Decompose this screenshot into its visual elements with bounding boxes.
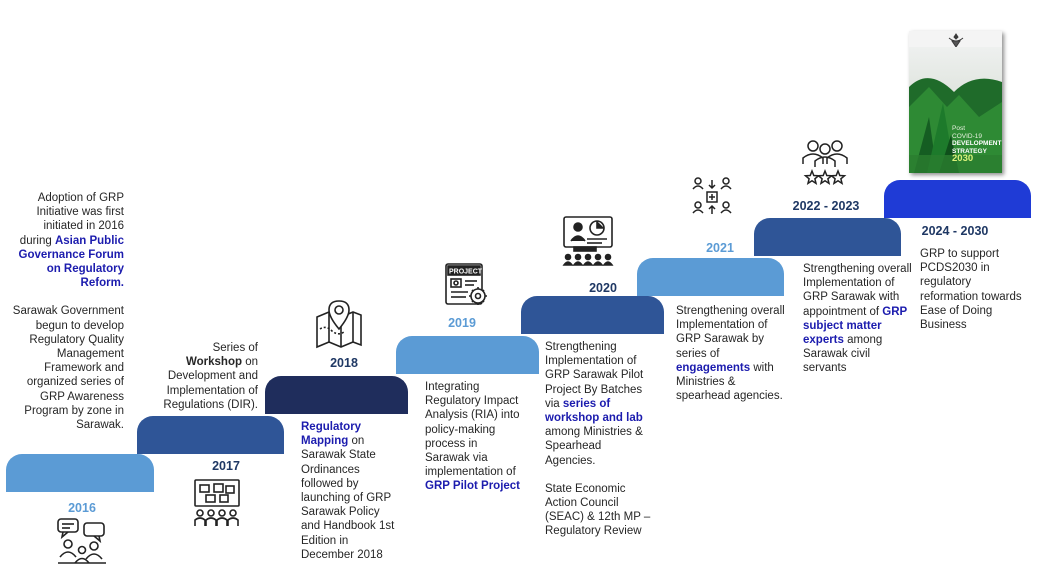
description-segment: series of workshop and lab — [545, 397, 643, 425]
step-bar-2016 — [6, 454, 154, 492]
year-label-2022-2023: 2022 - 2023 — [792, 199, 860, 213]
description-2016-extra: Sarawak Government begun to develop Regu… — [12, 305, 124, 432]
year-label-2019: 2019 — [448, 316, 476, 330]
book-title-line1: Post — [952, 125, 966, 132]
meeting-people-icon — [56, 517, 108, 565]
description-segment: engagements — [676, 361, 751, 374]
year-label-2017: 2017 — [212, 459, 240, 473]
description-2020-extra: State Economic Action Council (SEAC) & 1… — [545, 482, 651, 538]
book-title-line4: STRATEGY — [952, 147, 987, 155]
description-2018: Regulatory Mapping on Sarawak State Ordi… — [301, 420, 401, 562]
book-title-line3: DEVELOPMENT — [952, 140, 1002, 147]
description-2024-2030: GRP to support PCDS2030 in regulatory re… — [920, 247, 1030, 332]
description-segment: Strengthening overall Implementation of … — [676, 305, 785, 360]
description-segment: on Development and Implementation of Reg… — [163, 356, 258, 411]
description-segment: Strengthening overall Implementation of … — [803, 263, 912, 318]
description-segment: Strengthening Implementation of GRP Sara… — [545, 341, 644, 410]
year-label-2016: 2016 — [68, 501, 96, 515]
description-2020: Strengthening Implementation of GRP Sara… — [545, 340, 651, 539]
year-label-2018: 2018 — [330, 356, 358, 370]
step-bar-2024-2030 — [884, 180, 1031, 218]
step-bar-2022-2023 — [754, 218, 901, 256]
description-2016: Adoption of GRP Initiative was first ini… — [12, 191, 124, 432]
year-label-2024-2030: 2024 - 2030 — [921, 224, 989, 238]
book-photo-icon — [909, 47, 1002, 173]
experts-stars-icon — [800, 138, 850, 188]
description-segment: Workshop — [185, 356, 242, 369]
description-2019: Integrating Regulatory Impact Analysis (… — [425, 380, 525, 494]
description-segment: among Sarawak civil servants — [803, 334, 883, 375]
description-segment: GRP to support PCDS2030 in regulatory re… — [920, 248, 1022, 332]
description-segment: Adoption of GRP Initiative was first ini… — [19, 192, 124, 247]
year-label-2020: 2020 — [589, 281, 617, 295]
year-label-2021: 2021 — [706, 241, 734, 255]
pcds-2030-book-cover: Post COVID-19 DEVELOPMENT STRATEGY 2030 — [909, 31, 1002, 173]
description-segment: Series of — [212, 342, 258, 354]
step-bar-2018 — [265, 376, 408, 414]
workshop-presentation-icon — [192, 478, 242, 528]
step-bar-2020 — [521, 296, 664, 334]
description-segment: Integrating Regulatory Impact Analysis (… — [425, 381, 520, 479]
book-title: Post COVID-19 DEVELOPMENT STRATEGY 2030 — [952, 125, 1001, 163]
description-segment: among Ministries & Spearhead Agencies. — [545, 426, 643, 467]
description-2017: Series of Workshop on Development and Im… — [158, 341, 258, 412]
team-network-icon — [692, 176, 732, 218]
description-segment: GRP subject matter experts — [803, 305, 907, 347]
step-bar-2021 — [637, 258, 784, 296]
map-location-icon — [314, 299, 364, 349]
sarawak-crest-icon — [947, 33, 965, 54]
description-segment: GRP Pilot Project — [425, 480, 521, 493]
description-segment: Asian Public Governance Forum on Regulat… — [18, 234, 124, 290]
project-gear-icon: PROJECT — [444, 262, 490, 308]
step-bar-2017 — [137, 416, 284, 454]
description-segment: on Sarawak State Ordinances followed by … — [301, 435, 395, 561]
book-title-line2: COVID-19 — [952, 132, 982, 140]
presentation-audience-icon — [562, 215, 614, 269]
description-2021: Strengthening overall Implementation of … — [676, 304, 791, 403]
description-segment: with Ministries & spearhead agencies. — [676, 361, 783, 403]
step-bar-2019 — [396, 336, 539, 374]
svg-text:PROJECT: PROJECT — [449, 269, 483, 276]
description-segment: Regulatory Mapping — [301, 421, 362, 448]
description-2022-2023: Strengthening overall Implementation of … — [803, 262, 913, 376]
book-title-line5: 2030 — [952, 153, 974, 164]
